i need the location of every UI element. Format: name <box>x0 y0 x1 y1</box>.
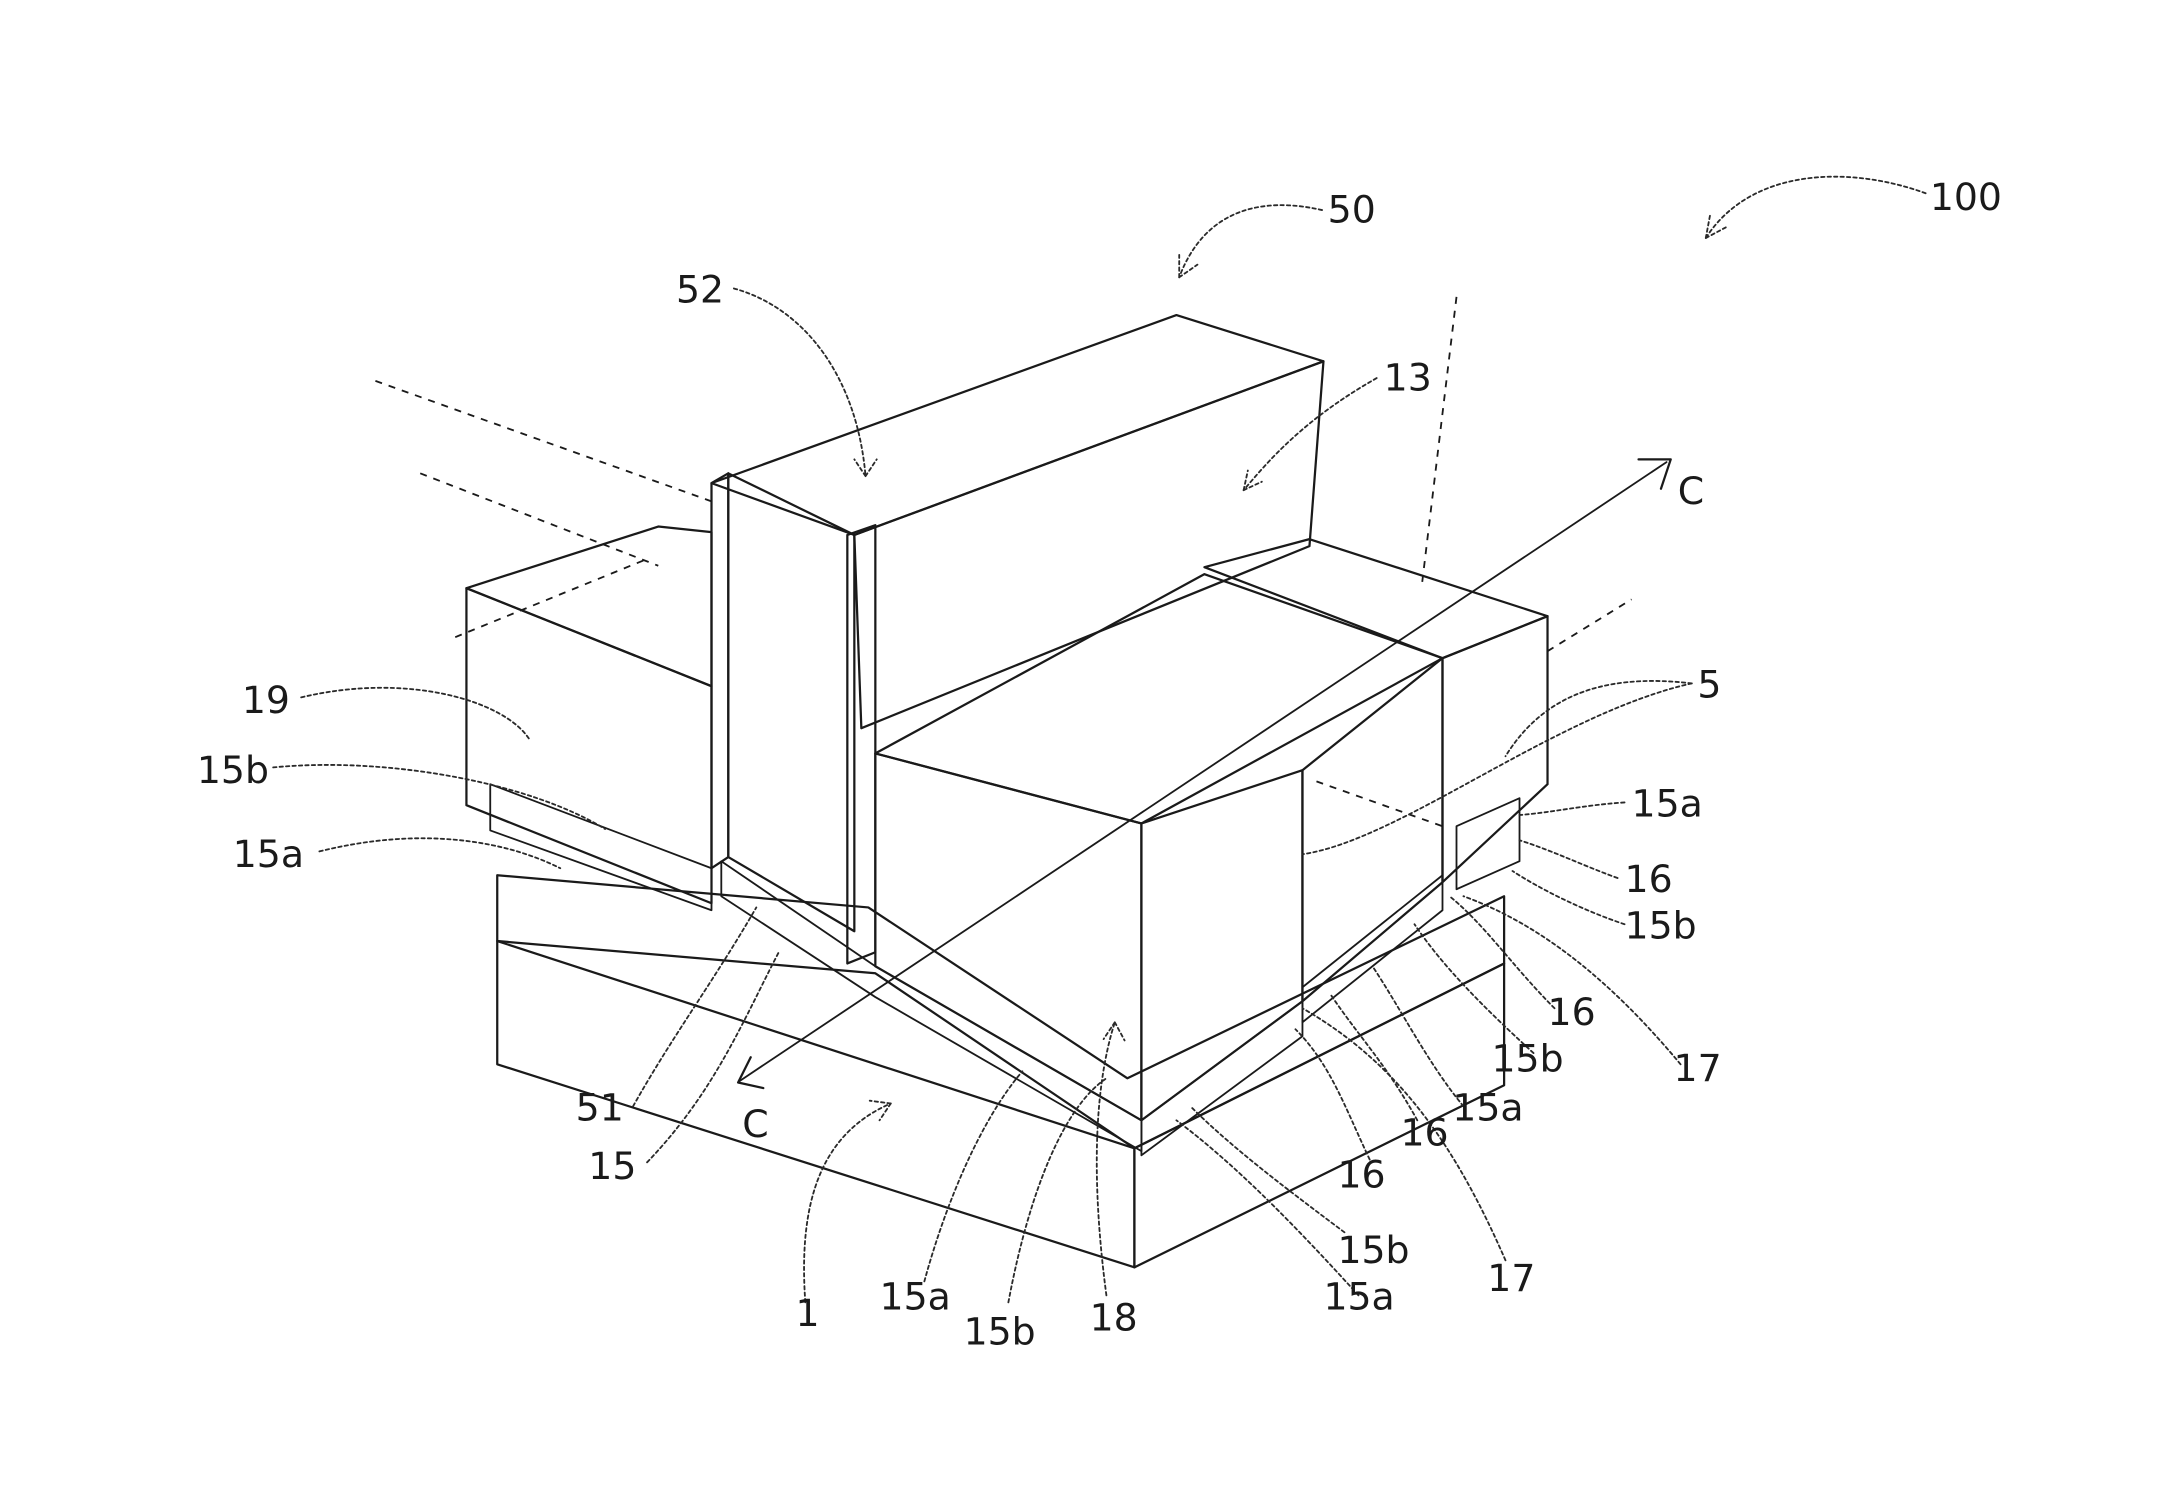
label-16-top-right: 16 <box>1625 857 1673 901</box>
front-fin-front-face <box>875 753 1141 1120</box>
back-block-top-face <box>1204 539 1547 658</box>
label-17-right: 17 <box>1674 1046 1722 1090</box>
leader-1 <box>804 1103 891 1302</box>
leader-15b-left <box>273 765 605 829</box>
label-c-upper: C <box>1678 469 1704 513</box>
label-15b-left: 15b <box>197 748 269 792</box>
gate-sidewall-fine-face <box>847 525 875 963</box>
leader-15a-bottom <box>924 1071 1022 1281</box>
label-100: 100 <box>1930 175 2002 219</box>
dashed-hidden-edge <box>1316 781 1442 826</box>
leader-15a-mid <box>1176 1120 1358 1295</box>
label-50: 50 <box>1328 188 1376 232</box>
label-c-lower: C <box>742 1102 768 1146</box>
label-15b-right: 15b <box>1625 903 1697 947</box>
front-fin-right-face <box>1141 770 1302 1120</box>
label-15a-left: 15a <box>233 832 304 876</box>
label-18: 18 <box>1090 1295 1138 1339</box>
label-17-mid: 17 <box>1487 1256 1535 1300</box>
dashed-axis-left <box>420 473 658 565</box>
spacer-51-inner-face <box>728 473 854 931</box>
label-15a-bottom: 15a <box>880 1274 951 1318</box>
leader-15b-right-low <box>1414 924 1533 1053</box>
leader-50 <box>1179 205 1322 277</box>
label-15b-mid: 15b <box>1337 1228 1409 1272</box>
label-5: 5 <box>1697 662 1721 706</box>
spacer-51-front-face <box>711 473 728 868</box>
section-axis-c-c <box>740 462 1667 1081</box>
dashed-axis-upper-left <box>375 381 711 501</box>
leader-15b-mid <box>1190 1106 1344 1232</box>
leader-5 <box>1506 681 1692 756</box>
end-channel-layers-16 <box>1456 798 1519 889</box>
leader-100 <box>1706 177 1926 238</box>
label-15: 15 <box>588 1144 636 1188</box>
label-16-right: 16 <box>1548 990 1596 1034</box>
hard-mask-13-side-face <box>854 361 1323 728</box>
label-15a-right-low: 15a <box>1452 1085 1523 1129</box>
label-15a-mid: 15a <box>1323 1274 1394 1318</box>
right-fin-5-front-face <box>1302 658 1442 1001</box>
label-16-mid: 16 <box>1337 1153 1385 1197</box>
dashed-axis-right <box>1548 599 1632 651</box>
gate-cap-52-top-face <box>711 315 1323 535</box>
leader-52 <box>734 288 866 476</box>
label-1: 1 <box>796 1291 820 1335</box>
left-block-front-face <box>466 588 711 903</box>
leader-15a-right-low <box>1372 966 1463 1106</box>
leader-51 <box>633 907 756 1106</box>
front-fin-top-face <box>875 574 1442 823</box>
right-channel-layers-15a-15b <box>1302 875 1442 1022</box>
leader-19 <box>301 688 529 740</box>
leader-13 <box>1244 378 1377 490</box>
dashed-axis-lower-left <box>455 560 644 637</box>
label-52: 52 <box>676 267 724 311</box>
label-19: 19 <box>242 678 290 722</box>
dashed-axis-vertical-right <box>1421 297 1456 588</box>
left-block-top-face <box>466 527 711 687</box>
label-15a-right: 15a <box>1632 781 1703 825</box>
substrate-top-face <box>497 875 1504 1148</box>
label-13: 13 <box>1384 356 1432 400</box>
label-51: 51 <box>576 1085 624 1129</box>
leader-1-head <box>870 1101 891 1121</box>
leader-15a-right <box>1520 802 1625 815</box>
section-arrow-head-upper <box>1639 459 1671 488</box>
leader-16-top-right <box>1520 840 1618 878</box>
leader-15b-right <box>1513 871 1625 924</box>
leader-100-head <box>1706 216 1727 238</box>
label-15b-right-low: 15b <box>1492 1036 1564 1080</box>
leader-5-lower <box>1302 683 1691 854</box>
label-15b-bottom: 15b <box>964 1309 1036 1353</box>
label-16-low: 16 <box>1400 1111 1448 1155</box>
